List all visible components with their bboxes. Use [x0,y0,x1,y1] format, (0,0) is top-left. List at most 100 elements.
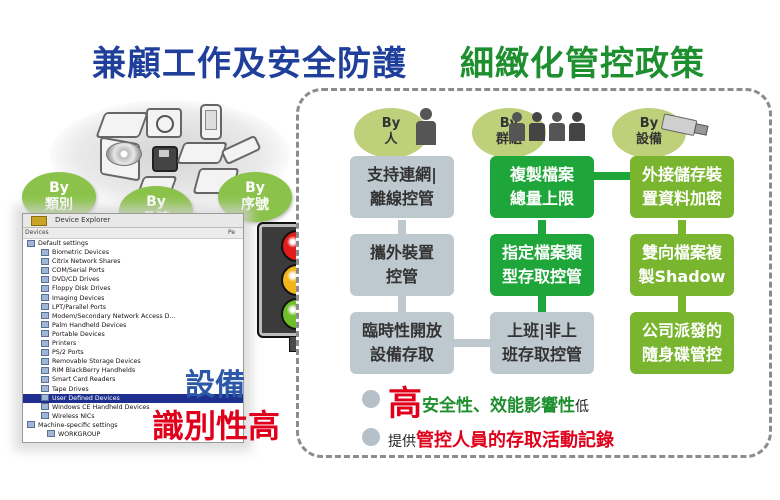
bullet-security-performance: 高安全性、效能影響性低 [388,376,589,425]
device-type-icon [41,266,49,274]
device-tree-item[interactable]: Removable Storage Devices [23,357,243,366]
device-tree-label: Wireless NICs [52,412,95,420]
device-tree-label: Removable Storage Devices [52,358,141,366]
header-by-device: By 設備 [612,108,686,158]
box-line: 複製檔案 [509,165,574,184]
cd-icon [106,142,142,166]
device-tree-item[interactable]: Machine-specific settings [23,421,243,430]
device-tree-item[interactable]: COM/Serial Ports [23,266,243,275]
box-line: 支持連網| [367,165,437,184]
bullet-dot [362,390,380,408]
box-line: 攜外裝置 [369,243,434,262]
device-tree-label: LPT/Parallel Ports [52,303,106,311]
policy-storage-encryption[interactable]: 外接儲存裝 置資料加密 [630,156,734,218]
device-tree-item[interactable]: Citrix Network Shares [23,257,243,266]
title-part-b: 細緻化管控政策 [460,44,705,84]
device-tree-item[interactable]: RIM BlackBerry Handhelds [23,366,243,375]
policy-shadow-copy[interactable]: 雙向檔案複 製Shadow [630,234,734,296]
device-tree-item[interactable]: Portable Devices [23,330,243,339]
header-by-text: By [639,116,659,131]
box-line: 總量上限 [509,189,574,208]
device-type-icon [41,312,49,320]
device-tree-item[interactable]: Floppy Disk Drives [23,284,243,293]
device-tree-item[interactable]: Smart Card Readers [23,375,243,384]
box-line: 離線控管 [369,189,434,208]
drive-icon [175,142,229,164]
device-tree-label: User Defined Devices [52,394,120,402]
device-type-icon [41,257,49,265]
bubble-by-text: By [49,180,69,196]
device-type-icon [41,339,49,347]
device-type-icon [41,375,49,383]
device-tree-item[interactable]: Imaging Devices [23,294,243,303]
box-line: 設備存取 [369,345,434,364]
device-type-icon [41,303,49,311]
camera-icon [146,108,182,138]
bullet-high: 高 [388,384,422,424]
device-type-icon [41,348,49,356]
device-tree-item[interactable]: Palm Handheld Devices [23,321,243,330]
group-icon [509,112,590,142]
title-part-a: 兼顧工作及安全防護 [92,44,407,84]
phone-icon [200,104,222,140]
explorer-title: Device Explorer [55,216,111,224]
box-line: 臨時性開放 [361,321,442,340]
caption-identification: 識別性高 [152,407,281,445]
device-tree-label: Biometric Devices [52,249,110,257]
policy-temporary-access[interactable]: 臨時性開放 設備存取 [350,312,454,374]
device-tree-item[interactable]: PS/2 Ports [23,348,243,357]
box-line: 型存取控管 [501,267,582,286]
policy-online-offline-control[interactable]: 支持連網| 離線控管 [350,156,454,218]
explorer-titlebar: Device Explorer [23,214,243,228]
header-by-text: By [381,116,401,131]
bullet-emphasis: 管控人員的存取活動記錄 [416,430,614,451]
bubble-label: 類別 [45,197,73,213]
device-type-icon [41,248,49,256]
device-tree-label: WORKGROUP [58,430,101,438]
device-tree-item[interactable]: Biometric Devices [23,248,243,257]
device-tree-label: Default settings [38,240,89,247]
column-devices[interactable]: Devices [25,229,49,236]
policy-file-type-control[interactable]: 指定檔案類 型存取控管 [490,234,594,296]
policy-copy-quota[interactable]: 複製檔案 總量上限 [490,156,594,218]
device-tree-label: Citrix Network Shares [52,258,121,266]
bullet-security-text: 安全性、效能影響性 [422,396,575,416]
device-tree-label: Palm Handheld Devices [52,321,127,329]
device-tree-item[interactable]: User Defined Devices [23,393,243,403]
device-type-icon [41,321,49,329]
device-tree-item[interactable]: DVD/CD Drives [23,275,243,284]
device-tree-item[interactable]: Tape Drives [23,385,243,394]
column-pe[interactable]: Pe [228,229,236,236]
policy-work-hours-control[interactable]: 上班|非上 班存取控管 [490,312,594,374]
caption-device: 設備 [185,368,245,403]
device-type-icon [41,275,49,283]
device-tree-label: Smart Card Readers [52,376,116,384]
policy-company-usb-control[interactable]: 公司派發的 隨身碟管控 [630,312,734,374]
device-explorer-window: Device Explorer Devices Pe Default setti… [22,213,244,443]
device-type-icon [41,284,49,292]
device-tree-item[interactable]: Modem/Secondary Network Access D... [23,312,243,321]
device-tree-item[interactable]: Default settings [23,239,243,248]
policy-portable-device-control[interactable]: 攜外裝置 控管 [350,234,454,296]
connector [449,339,495,347]
device-tree-label: Portable Devices [52,330,105,338]
device-tree-item[interactable]: Windows CE Handheld Devices [23,403,243,412]
box-line: 雙向檔案複 [641,243,722,262]
device-type-icon [27,239,35,247]
device-tree-label: DVD/CD Drives [52,276,100,284]
device-type-icon [41,330,49,338]
device-tree-item[interactable]: Printers [23,339,243,348]
box-line: 公司派發的 [641,321,722,340]
device-tree-label: RIM BlackBerry Handhelds [52,367,136,375]
device-tree-item[interactable]: Wireless NICs [23,412,243,421]
device-type-icon [41,403,49,411]
box-line: 隨身碟管控 [641,345,722,364]
device-tree-item[interactable]: LPT/Parallel Ports [23,303,243,312]
bubble-by-text: By [146,194,166,210]
device-type-icon [41,385,49,392]
box-line: 製Shadow [638,267,726,286]
device-tree-item[interactable]: WORKGROUP [23,430,243,439]
floppy-icon [152,146,178,172]
device-type-icon [41,294,49,302]
